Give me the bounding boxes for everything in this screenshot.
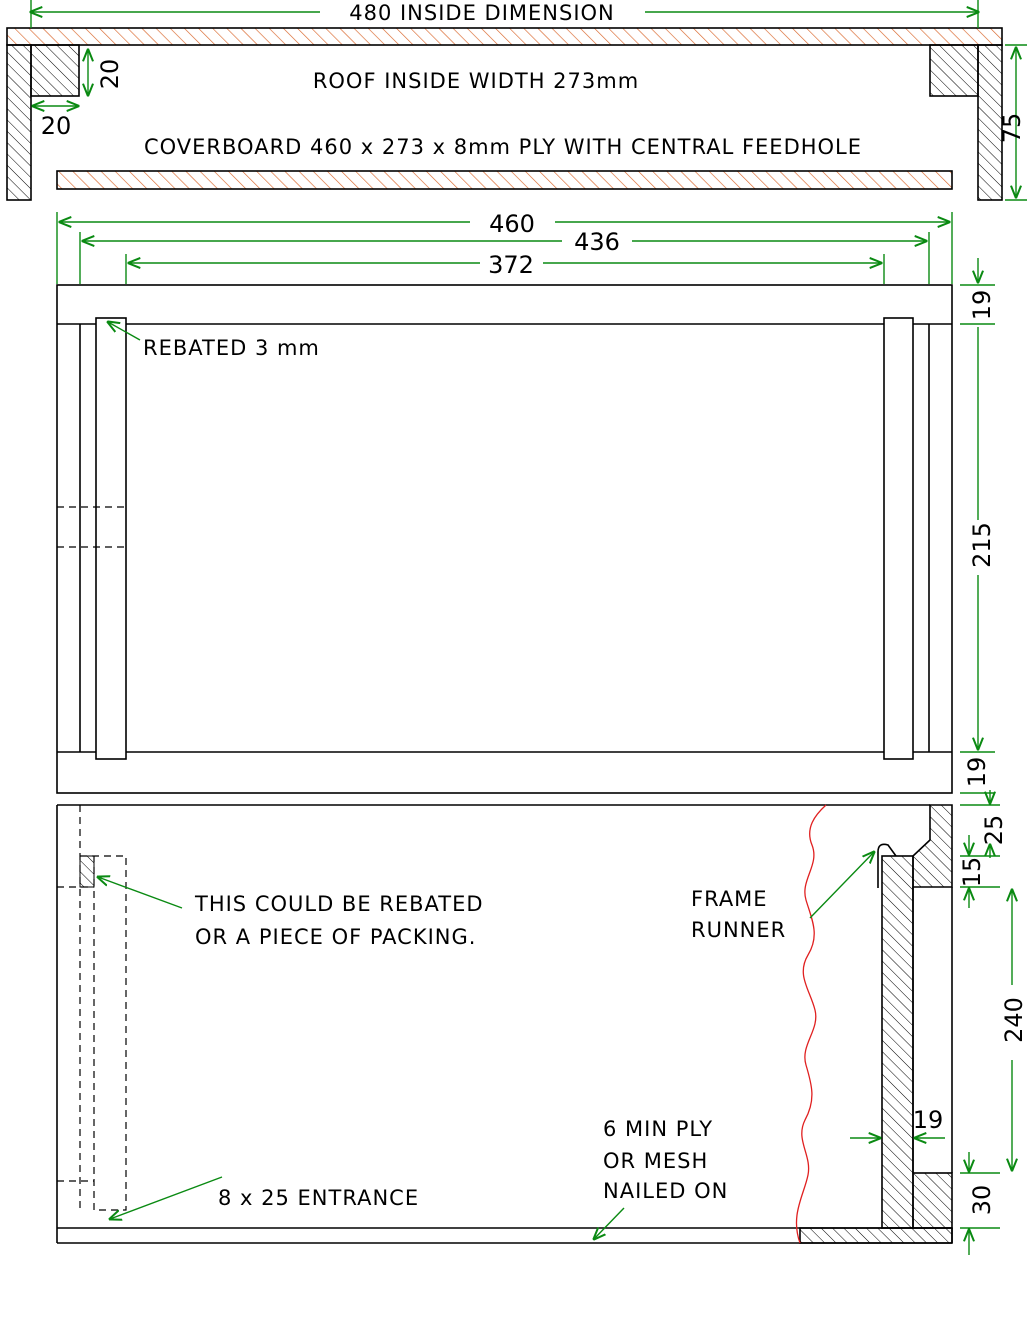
plan-rebated-note: REBATED 3 mm (143, 336, 320, 360)
plan-right-runner (883, 317, 914, 760)
coverboard-section: COVERBOARD 460 x 273 x 8mm PLY WITH CENT… (56, 135, 953, 190)
roof-batten-height-label: 20 (96, 59, 124, 90)
roof-top-board (6, 27, 1003, 46)
plan-width-372-label: 372 (488, 251, 534, 279)
roof-right-batten (929, 44, 979, 97)
plan-top-rail-19-label: 19 (968, 290, 996, 321)
roof-height-label: 75 (998, 113, 1026, 144)
side-post-19-label: 19 (913, 1106, 944, 1134)
plan-outer-box (56, 284, 953, 794)
side-frame-runner-note-line2: RUNNER (691, 918, 786, 942)
side-ply-note-line3: NAILED ON (603, 1179, 728, 1203)
roof-batten-width-label: 20 (41, 112, 72, 140)
plan-view: 460 436 372 19 215 19 REBATED 3 mm (56, 210, 996, 794)
plan-left-runner (95, 317, 127, 760)
side-frame-runner-lower-block (912, 1172, 953, 1229)
side-frame-runner-post (881, 855, 914, 1229)
plan-depth-215-label: 215 (968, 522, 996, 568)
side-dim-25-label: 25 (980, 815, 1008, 846)
roof-inside-width-label: ROOF INSIDE WIDTH 273mm (313, 69, 639, 93)
roof-section: 480 INSIDE DIMENSION 20 20 75 ROOF INSID… (6, 0, 1027, 201)
side-entrance-note: 8 x 25 ENTRANCE (218, 1186, 419, 1210)
coverboard-label: COVERBOARD 460 x 273 x 8mm PLY WITH CENT… (144, 135, 862, 159)
plan-bottom-rail-19-label: 19 (963, 757, 991, 788)
side-dim-30-label: 30 (968, 1185, 996, 1216)
roof-inside-dimension-label: 480 INSIDE DIMENSION (349, 1, 615, 25)
side-dim-240-label: 240 (1000, 997, 1027, 1043)
side-frame-runner-note-line1: FRAME (691, 887, 768, 911)
side-section: 25 15 240 30 19 THIS COULD BE REBATED OR… (56, 790, 1027, 1255)
side-packing-hatch (79, 855, 95, 888)
side-ply-note-line1: 6 MIN PLY (603, 1117, 713, 1141)
side-ply-note-line2: OR MESH (603, 1149, 708, 1173)
side-floor-hatch (799, 1227, 953, 1244)
plan-width-460-label: 460 (489, 210, 535, 238)
roof-left-batten (30, 44, 80, 97)
side-packing-note-line1: THIS COULD BE REBATED (194, 892, 484, 916)
side-dim-15-label: 15 (958, 857, 986, 888)
roof-left-wall (6, 44, 32, 201)
roof-right-wall (977, 44, 1003, 201)
side-packing-note-line2: OR A PIECE OF PACKING. (195, 925, 476, 949)
plan-width-436-label: 436 (574, 228, 620, 256)
coverboard-board (56, 170, 953, 190)
side-cutaway-line (795, 804, 827, 1244)
